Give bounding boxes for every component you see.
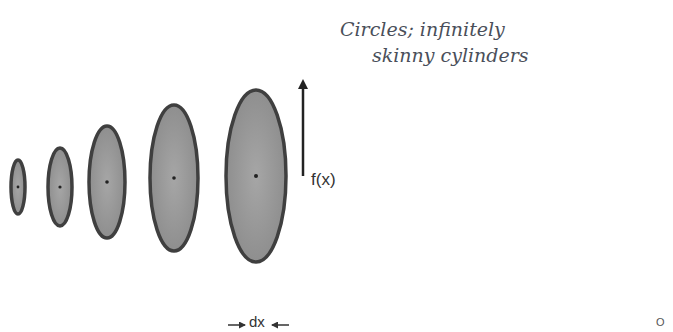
page-mark: O xyxy=(656,316,665,328)
axis-label: f(x) xyxy=(311,170,336,190)
handwritten-note: Circles; infinitely skinny cylinders xyxy=(340,16,547,68)
width-label: dx xyxy=(249,313,265,330)
